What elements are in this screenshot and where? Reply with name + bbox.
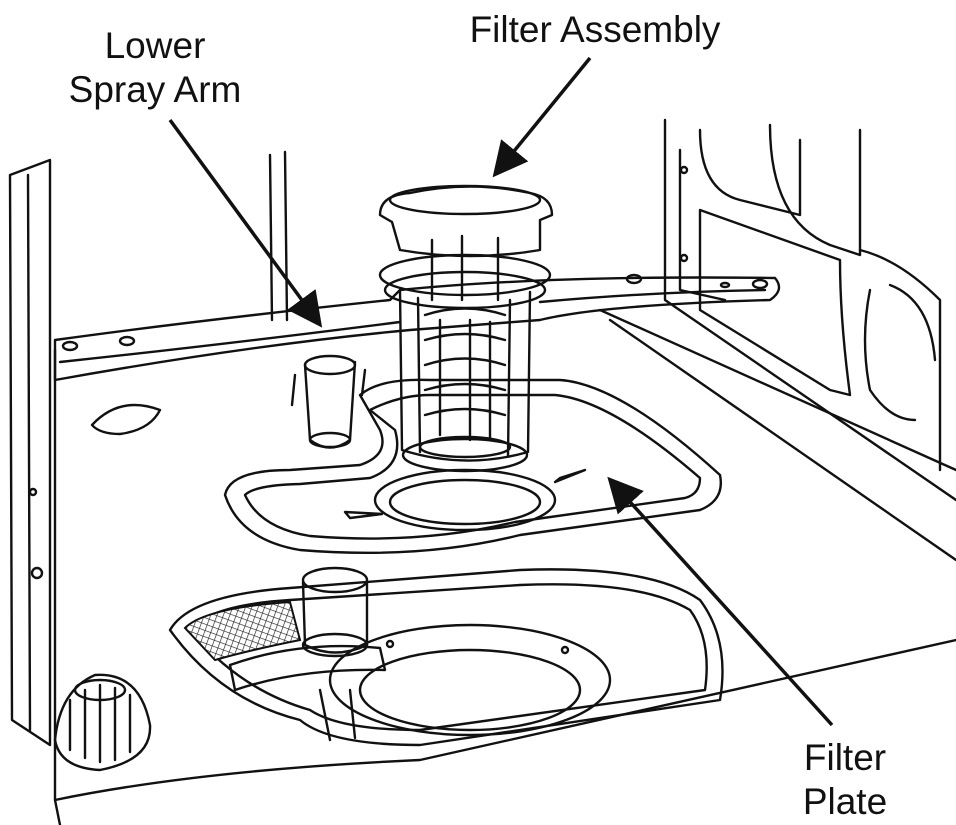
sump-basin — [170, 568, 723, 745]
spray-arm-hub — [292, 356, 365, 448]
arrow-lower-spray-arm — [170, 120, 318, 322]
label-lower-spray-arm: Lower Spray Arm — [40, 24, 270, 112]
label-filter-plate-line2: Plate — [770, 780, 920, 824]
label-filter-assembly: Filter Assembly — [430, 8, 760, 52]
filter-plate — [225, 380, 721, 553]
label-filter-plate-line1: Filter — [770, 736, 920, 780]
label-lower-spray-arm-line2: Spray Arm — [40, 68, 270, 112]
arrow-filter-assembly — [497, 58, 590, 172]
right-wall — [665, 120, 956, 500]
filter-assembly — [380, 186, 552, 471]
corner-knob — [55, 675, 150, 770]
label-filter-plate: Filter Plate — [770, 736, 920, 824]
rinse-aid-cap — [92, 405, 160, 434]
label-lower-spray-arm-line1: Lower — [40, 24, 270, 68]
